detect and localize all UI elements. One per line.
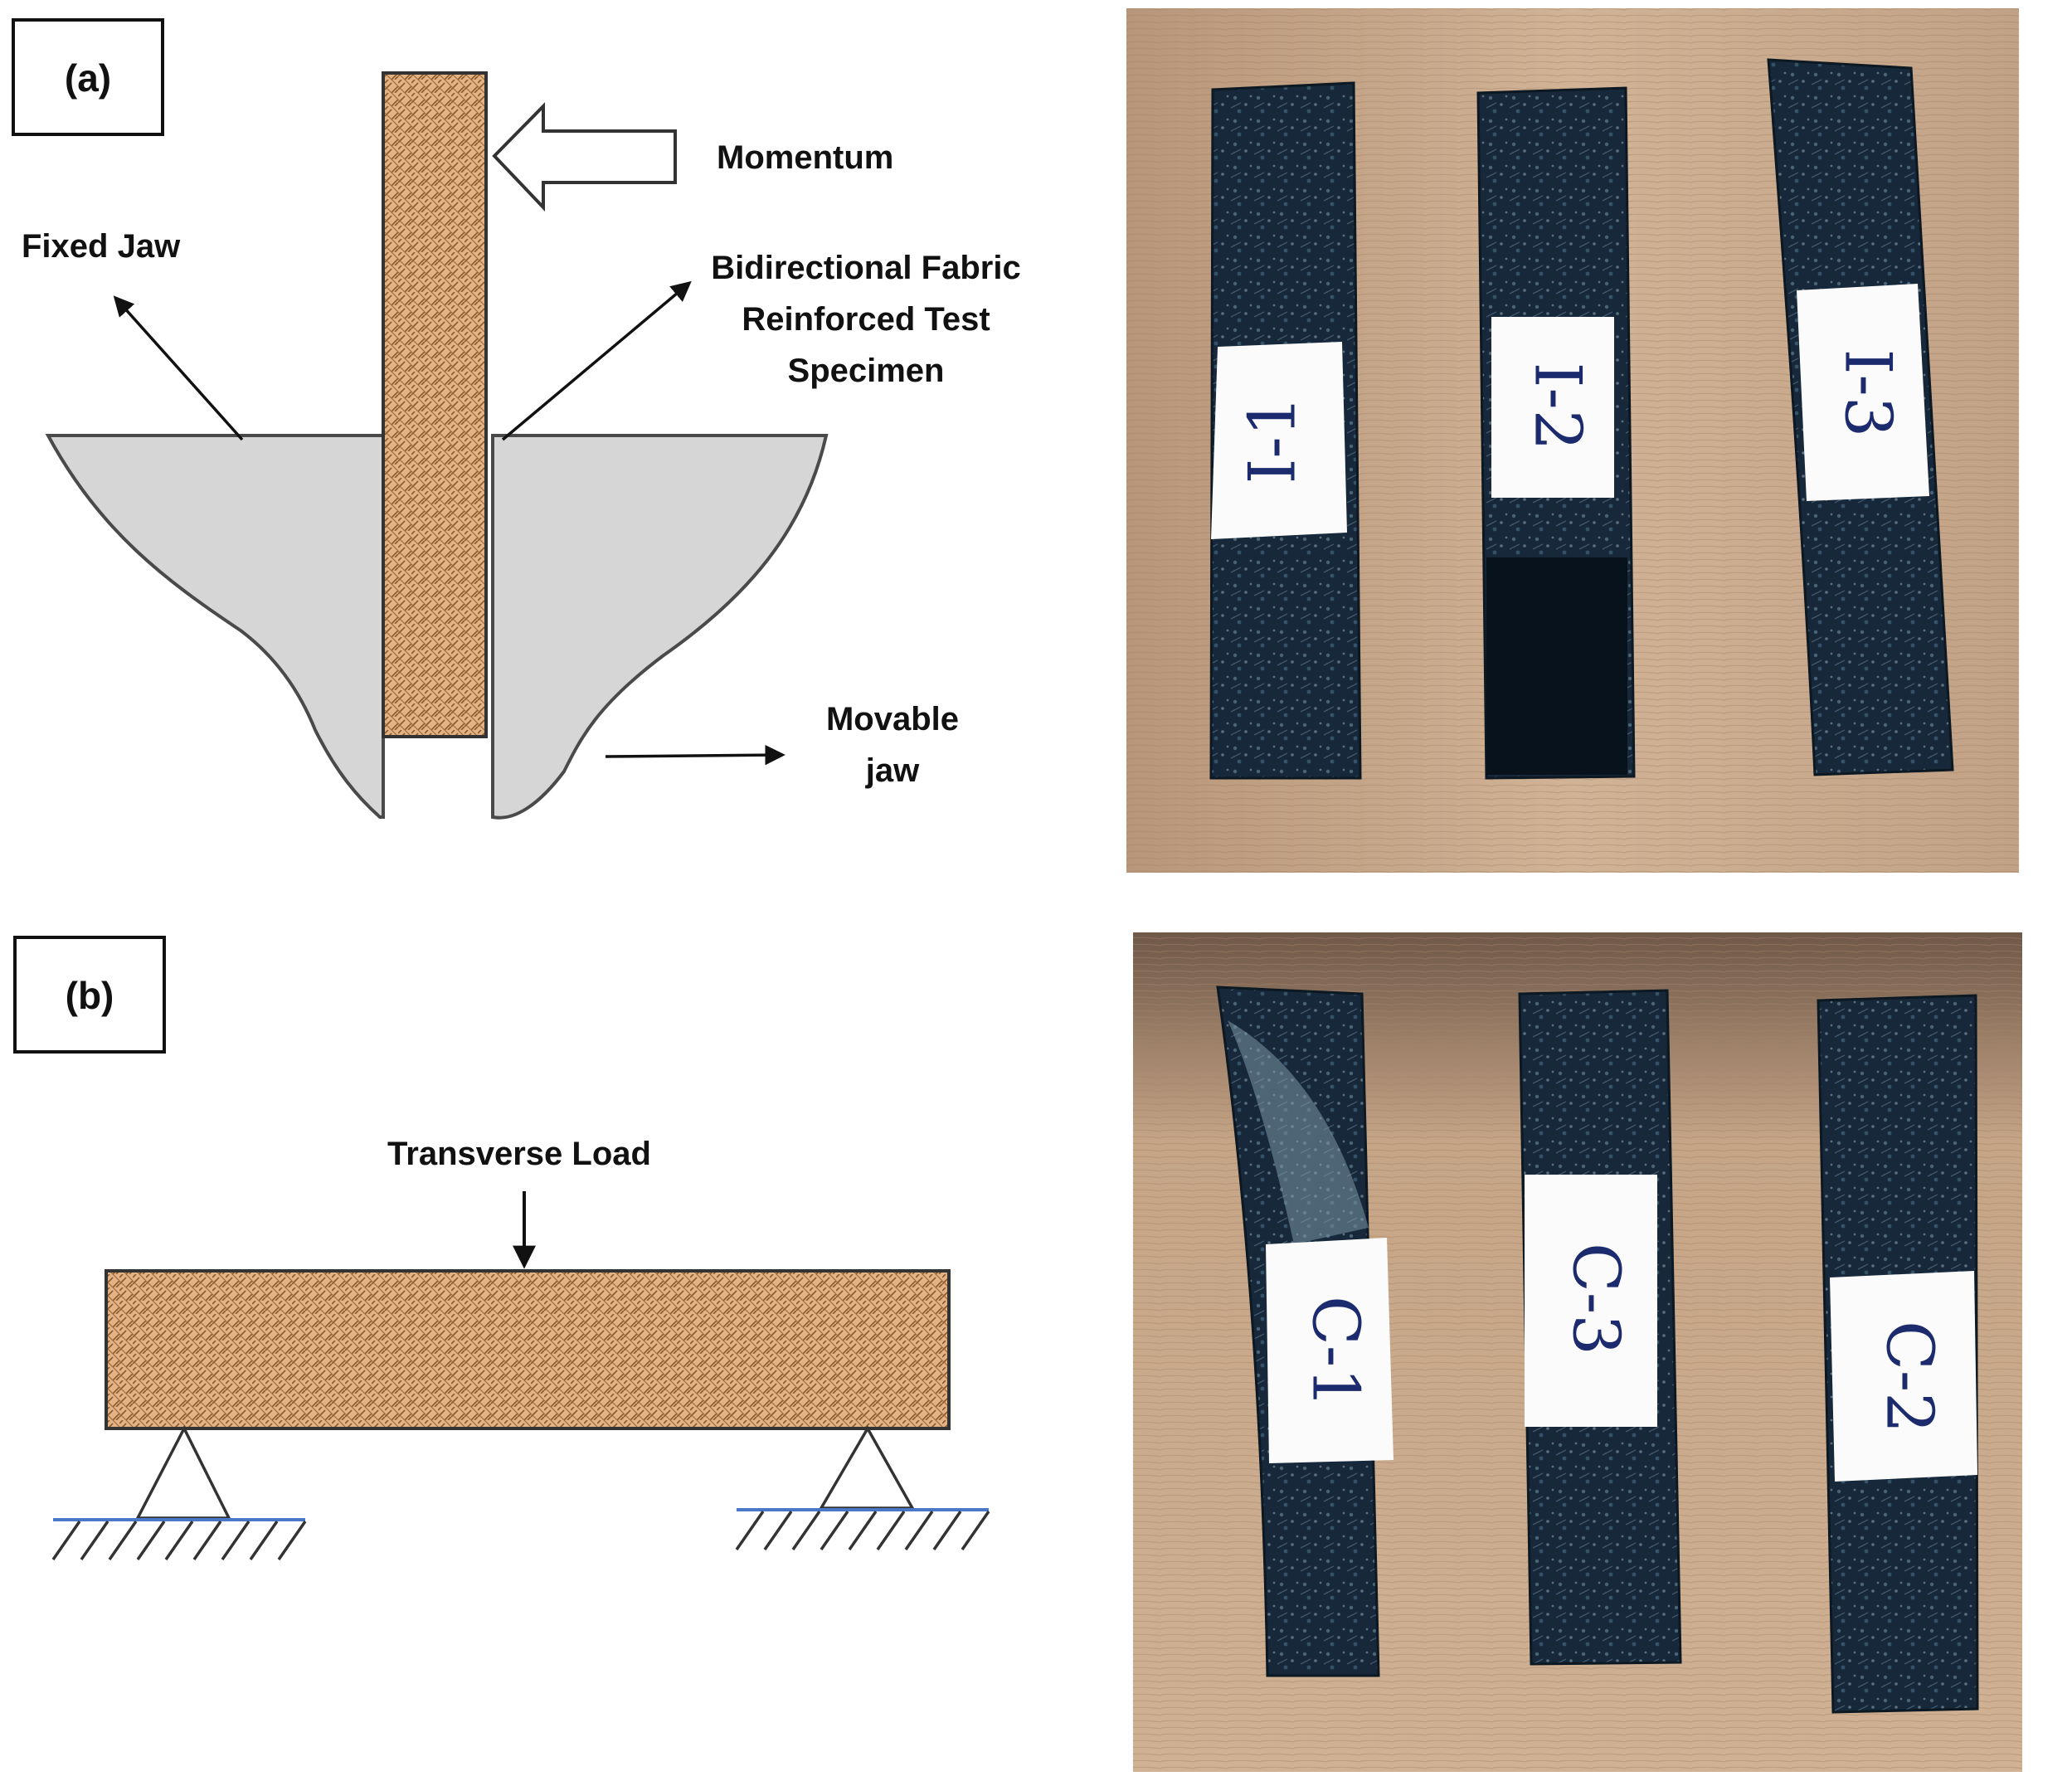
tag-i1	[1211, 342, 1347, 539]
momentum-arrow	[492, 102, 677, 212]
movable-jaw-label-line2: jaw	[865, 752, 920, 789]
tag-c2	[1830, 1271, 1977, 1482]
tag-i3	[1797, 284, 1929, 501]
photo-specimen-c2: C-2	[1817, 994, 1979, 1714]
photo-specimen-i2: I-2	[1476, 86, 1636, 780]
photo-specimen-c3: C-3	[1518, 989, 1682, 1666]
fixed-jaw-label: Fixed Jaw	[22, 228, 181, 265]
specimen-pointer	[501, 280, 692, 441]
specimen-label-line3: Specimen	[788, 353, 945, 389]
panel-a-label: (a)	[65, 56, 111, 100]
tag-i2	[1491, 317, 1614, 498]
tag-c1	[1266, 1238, 1393, 1463]
panel-b-photo: C-1 C-3 C-2	[1133, 932, 2022, 1772]
panel-b-diagram: (b) Transverse Load	[13, 936, 990, 1560]
movable-jaw	[491, 434, 829, 820]
tag-i3-text: I-3	[1831, 349, 1905, 438]
tag-i1-text: I-1	[1236, 396, 1311, 484]
photo-specimen-i1: I-1	[1209, 81, 1362, 780]
tag-c3-text: C-3	[1559, 1243, 1633, 1355]
horizontal-test-specimen	[105, 1269, 951, 1430]
right-support	[735, 1425, 990, 1550]
movable-jaw-label-line1: Movable	[826, 701, 959, 737]
panel-a-photo: I-1 I-2 I-3	[1126, 8, 2019, 873]
vertical-test-specimen	[382, 71, 488, 738]
panel-b-label-box	[13, 936, 166, 1054]
transverse-load-label: Transverse Load	[387, 1136, 651, 1172]
photo-specimen-c1: C-1	[1216, 985, 1393, 1677]
tag-c1-text: C-1	[1298, 1296, 1373, 1409]
photo-specimen-i3: I-3	[1767, 58, 1954, 776]
tag-i2-text: I-2	[1520, 363, 1595, 451]
momentum-label: Momentum	[717, 139, 893, 176]
panel-a-diagram: (a) Momentum Fixed Jaw Bidirectional Fab…	[12, 18, 1021, 820]
panel-a-label-box	[12, 18, 164, 136]
fixed-jaw	[45, 434, 385, 819]
tag-c3	[1525, 1175, 1657, 1427]
panel-b-label: (b)	[66, 974, 114, 1017]
tag-c2-text: C-2	[1872, 1321, 1947, 1433]
fixed-jaw-pointer	[113, 295, 244, 441]
specimen-label-line2: Reinforced Test	[742, 301, 990, 338]
specimen-label-line1: Bidirectional Fabric	[711, 250, 1020, 286]
movable-jaw-pointer	[605, 744, 786, 766]
left-support	[51, 1425, 307, 1560]
